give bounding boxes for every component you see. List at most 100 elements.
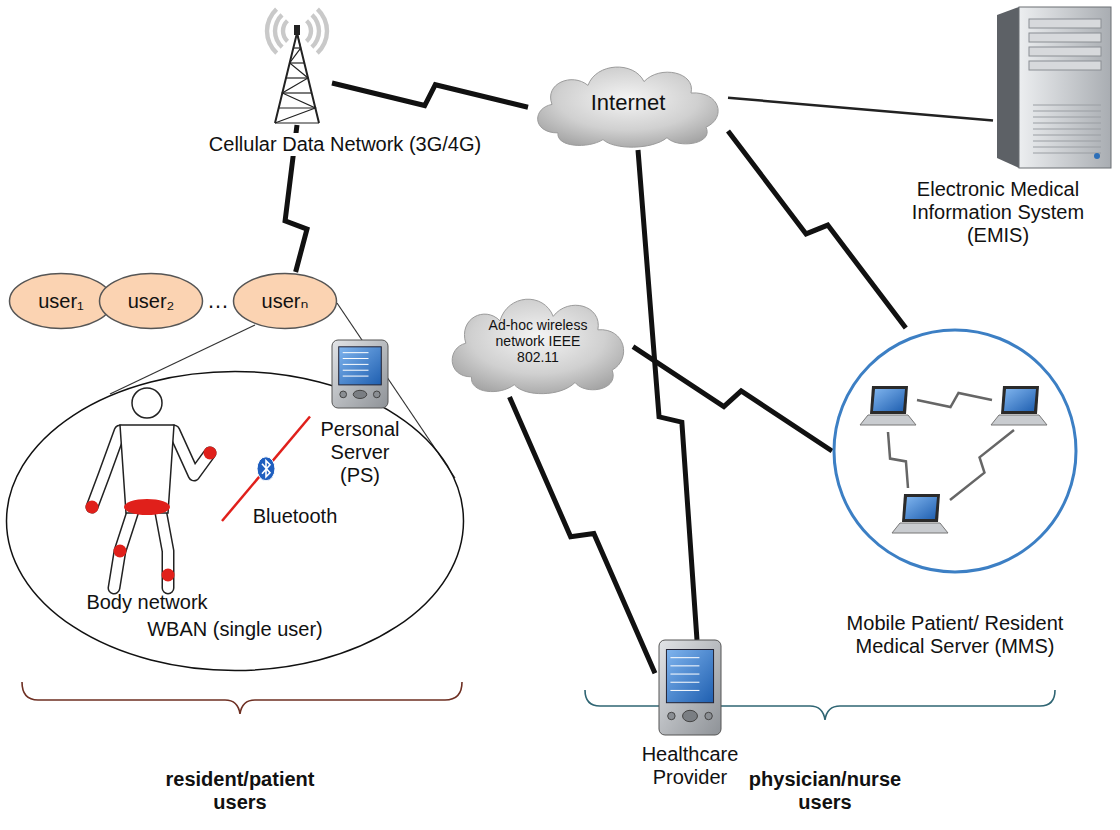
body-figure [86,388,217,588]
user-ellipse: user₁ [8,272,114,330]
radio-wave [310,13,321,49]
pda-symbol [659,640,721,735]
node-label: Mobile Patient/ Resident Medical Server … [810,612,1100,658]
vent-line [1033,117,1101,118]
cell-tower: Cellular Data Network (3G/4G) [262,5,332,125]
vent-line [1033,141,1101,142]
vent-line [1033,129,1101,130]
screen-row [670,657,699,658]
node-label: Healthcare Provider [615,743,765,789]
laptop-symbol [991,386,1047,425]
sensor-dot [86,501,99,514]
link-label: Bluetooth [250,504,341,527]
tower-symbol [265,7,329,123]
ellipse-outline [100,274,203,329]
tower-brace [293,47,300,48]
wireless-bolt [917,393,992,407]
healthcare-pda: Healthcare Provider [655,640,725,735]
laptop-lid [1001,386,1039,414]
pda-symbol [332,340,388,408]
screen-row [343,352,369,353]
adhoc-cloud: Ad-hoc wireless network IEEE 802.11 [443,285,633,397]
pda-body [332,340,388,408]
leader-line [110,325,255,394]
screen-row [343,364,369,365]
sensor-dot [204,447,217,460]
pda-button [373,391,380,398]
node-label: Ad-hoc wireless network IEEE 802.11 [483,317,593,365]
node-label: WBAN (single user) [5,618,465,641]
ellipse-outline [10,274,113,329]
body-network: Body network [72,383,222,613]
wireless-link [332,83,528,107]
node-label: Body network [72,591,222,614]
server-icon: Electronic Medical Information System (E… [993,5,1113,170]
laptop-base [991,415,1047,425]
laptop-base [860,415,916,425]
wireless-link [510,397,656,673]
screen-row [670,665,699,666]
screen-row [670,682,699,683]
pda-button [668,712,675,719]
ellipsis-mark: … [207,288,229,313]
server-symbol [997,7,1111,168]
shape-art [72,383,222,613]
user-ellipse: user₂ [98,272,204,330]
shape-art [832,328,1078,574]
wireless-link [633,347,832,451]
vent-line [1033,147,1101,148]
cloud-outline [452,299,623,393]
shape-art [262,5,332,125]
drive-bay [1029,47,1101,56]
physician-bracket [585,690,1055,720]
screen-row [670,674,699,675]
drive-bay [1029,19,1101,28]
vent-line [1033,153,1101,154]
screen-row [670,690,699,691]
group-label: physician/nurse users [735,768,915,814]
tower-brace [282,92,311,93]
radio-wave [265,7,278,54]
limb-fill [92,431,120,507]
tower-brace [290,62,305,63]
group-label: resident/patient users [150,768,330,814]
personal-server: Personal Server (PS) [310,340,410,510]
server-side [997,7,1019,168]
tower-leg [275,33,319,123]
bluetooth-rune [262,461,270,477]
laptop-screen [1004,389,1036,411]
sensor-dot [162,569,175,582]
node-label: user₂ [128,290,175,313]
head [132,388,162,418]
vent-line [1033,111,1101,112]
laptop-base [892,523,948,533]
tower-brace [275,33,315,123]
antenna [294,25,300,35]
screen-row [343,358,369,359]
wban-ellipse: Body network Personal Server (PS) WBAN (si… [5,370,465,672]
vent-line [1033,135,1101,136]
wireless-link [728,131,906,328]
radio-wave [273,13,284,49]
radio-wave [316,7,329,54]
node-label: Personal Server (PS) [314,418,406,487]
wireless-link [638,150,697,640]
pda-screen [666,650,713,703]
sensor-belt [124,499,170,515]
tower-brace [286,77,308,78]
drive-bay [1029,33,1101,42]
node-label: Electronic Medical Information System (E… [883,178,1113,247]
limb-outline [114,508,134,588]
ellipse-outline [234,274,337,329]
bluetooth-symbol [257,457,275,481]
mms-circle: Mobile Patient/ Resident Medical Server … [832,328,1078,574]
user-ellipse: userₙ [232,272,338,330]
pda-button [705,712,712,719]
node-label: userₙ [262,290,309,313]
shape-art [993,5,1113,170]
bluetooth-badge [257,457,275,481]
laptop-lid [902,494,940,522]
node-label: Internet [591,90,666,115]
vent-line [1033,123,1101,124]
